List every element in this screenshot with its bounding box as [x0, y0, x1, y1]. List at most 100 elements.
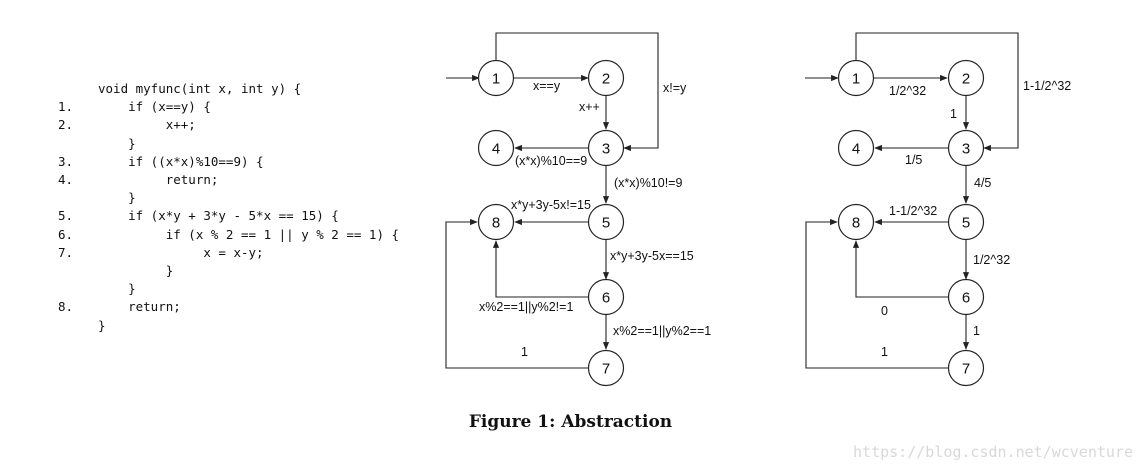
edge-label: x%2==1||y%2!=1	[479, 300, 573, 314]
edge-7-8	[445, 218, 588, 369]
graph-node: 8	[837, 203, 875, 241]
code-line: }	[58, 189, 399, 207]
node-label: 3	[602, 141, 610, 158]
control-flow-graph-left: x==y x!=y x++ (x*x)%10==9 (x*x)%10!=9 x*…	[445, 32, 711, 387]
edge-label: 1/5	[905, 153, 922, 167]
code-line: 4. return;	[58, 171, 399, 189]
node-label: 7	[962, 361, 970, 378]
graph-node: 4	[837, 129, 875, 167]
graph-node: 5	[947, 203, 985, 241]
node-label: 5	[602, 215, 610, 232]
edge-label: x*y+3y-5x!=15	[511, 198, 591, 212]
line-number: 6.	[58, 226, 74, 242]
node-label: 8	[492, 215, 500, 232]
code-text: x = x-y;	[98, 244, 264, 260]
edge-label: 1	[973, 324, 980, 338]
edge-label: (x*x)%10==9	[515, 154, 587, 168]
graph-node: 3	[587, 129, 625, 167]
code-text: if ((x*x)%10==9) {	[98, 153, 264, 169]
node-label: 1	[492, 71, 500, 88]
graph-node: 7	[947, 349, 985, 387]
code-text: }	[98, 317, 106, 333]
code-line: 7. x = x-y;	[58, 244, 399, 262]
code-text: if (x==y) {	[98, 99, 211, 115]
edge-label: 0	[881, 304, 888, 318]
edge-label: 1	[950, 107, 957, 121]
code-line: }	[58, 135, 399, 153]
edge-label: 1-1/2^32	[1023, 79, 1071, 93]
edge-label: x!=y	[663, 81, 687, 95]
graph-node: 3	[947, 129, 985, 167]
graph-node: 1	[837, 59, 875, 97]
control-flow-graph-right: 1/2^32 1-1/2^32 1 1/5 4/5 1-1/2^32 1/2^3…	[805, 32, 1071, 387]
node-label: 7	[602, 361, 610, 378]
code-line: }	[58, 280, 399, 298]
line-number: 8.	[58, 299, 74, 315]
code-text: }	[98, 135, 136, 151]
edge-label: 1-1/2^32	[889, 204, 937, 218]
line-number: 3.	[58, 153, 74, 169]
node-label: 1	[852, 71, 860, 88]
edge-label: x*y+3y-5x==15	[610, 249, 694, 263]
code-line: }	[58, 262, 399, 280]
edge-label: x++	[579, 100, 600, 114]
code-text: x++;	[98, 117, 196, 133]
graph-node: 6	[587, 278, 625, 316]
code-line: void myfunc(int x, int y) {	[58, 80, 399, 98]
node-label: 5	[962, 215, 970, 232]
code-line: 1. if (x==y) {	[58, 98, 399, 116]
code-text: if (x % 2 == 1 || y % 2 == 1) {	[98, 226, 400, 242]
edge-label: (x*x)%10!=9	[614, 176, 682, 190]
figure-caption: Figure 1: Abstraction	[468, 412, 673, 432]
graph-node: 2	[947, 59, 985, 97]
code-text: }	[98, 263, 174, 279]
edge-7-8	[805, 218, 948, 369]
edge-label: 1	[521, 345, 528, 359]
edge-label: 4/5	[974, 176, 991, 190]
edge-label: x==y	[533, 79, 561, 93]
node-label: 2	[962, 71, 970, 88]
source-code-listing: void myfunc(int x, int y) { 1. if (x==y) …	[58, 80, 399, 335]
code-text: return;	[98, 299, 181, 315]
line-number: 7.	[58, 244, 74, 260]
graph-node: 5	[587, 203, 625, 241]
graph-node: 1	[477, 59, 515, 97]
code-line: 6. if (x % 2 == 1 || y % 2 == 1) {	[58, 226, 399, 244]
graph-node: 6	[947, 278, 985, 316]
edge-label: 1/2^32	[973, 253, 1010, 267]
code-text: }	[98, 281, 136, 297]
edge-6-8	[492, 240, 588, 298]
graph-node: 8	[477, 203, 515, 241]
code-line: 8. return;	[58, 298, 399, 316]
edge-label: 1	[881, 345, 888, 359]
node-label: 2	[602, 71, 610, 88]
line-number: 1.	[58, 99, 74, 115]
edge-6-8	[852, 240, 948, 298]
node-label: 8	[852, 215, 860, 232]
graph-node: 7	[587, 349, 625, 387]
code-text: void myfunc(int x, int y) {	[98, 81, 302, 96]
node-label: 4	[492, 141, 500, 158]
graph-node: 4	[477, 129, 515, 167]
code-line: 3. if ((x*x)%10==9) {	[58, 153, 399, 171]
node-label: 6	[962, 290, 970, 307]
node-label: 3	[962, 141, 970, 158]
code-line: 2. x++;	[58, 116, 399, 134]
code-text: if (x*y + 3*y - 5*x == 15) {	[98, 208, 339, 224]
code-line: }	[58, 317, 399, 335]
watermark-url: https://blog.csdn.net/wcventure	[853, 443, 1133, 461]
node-label: 4	[852, 141, 860, 158]
code-line: 5. if (x*y + 3*y - 5*x == 15) {	[58, 207, 399, 225]
line-number: 4.	[58, 172, 74, 188]
edge-1-3	[855, 32, 1019, 152]
edge-label: x%2==1||y%2==1	[613, 324, 711, 338]
edge-1-3	[495, 32, 659, 152]
edge-label: 1/2^32	[889, 84, 926, 98]
code-text: return;	[98, 172, 219, 188]
line-number: 5.	[58, 208, 74, 224]
code-text: }	[98, 190, 136, 206]
line-number: 2.	[58, 117, 74, 133]
node-label: 6	[602, 290, 610, 307]
graph-node: 2	[587, 59, 625, 97]
